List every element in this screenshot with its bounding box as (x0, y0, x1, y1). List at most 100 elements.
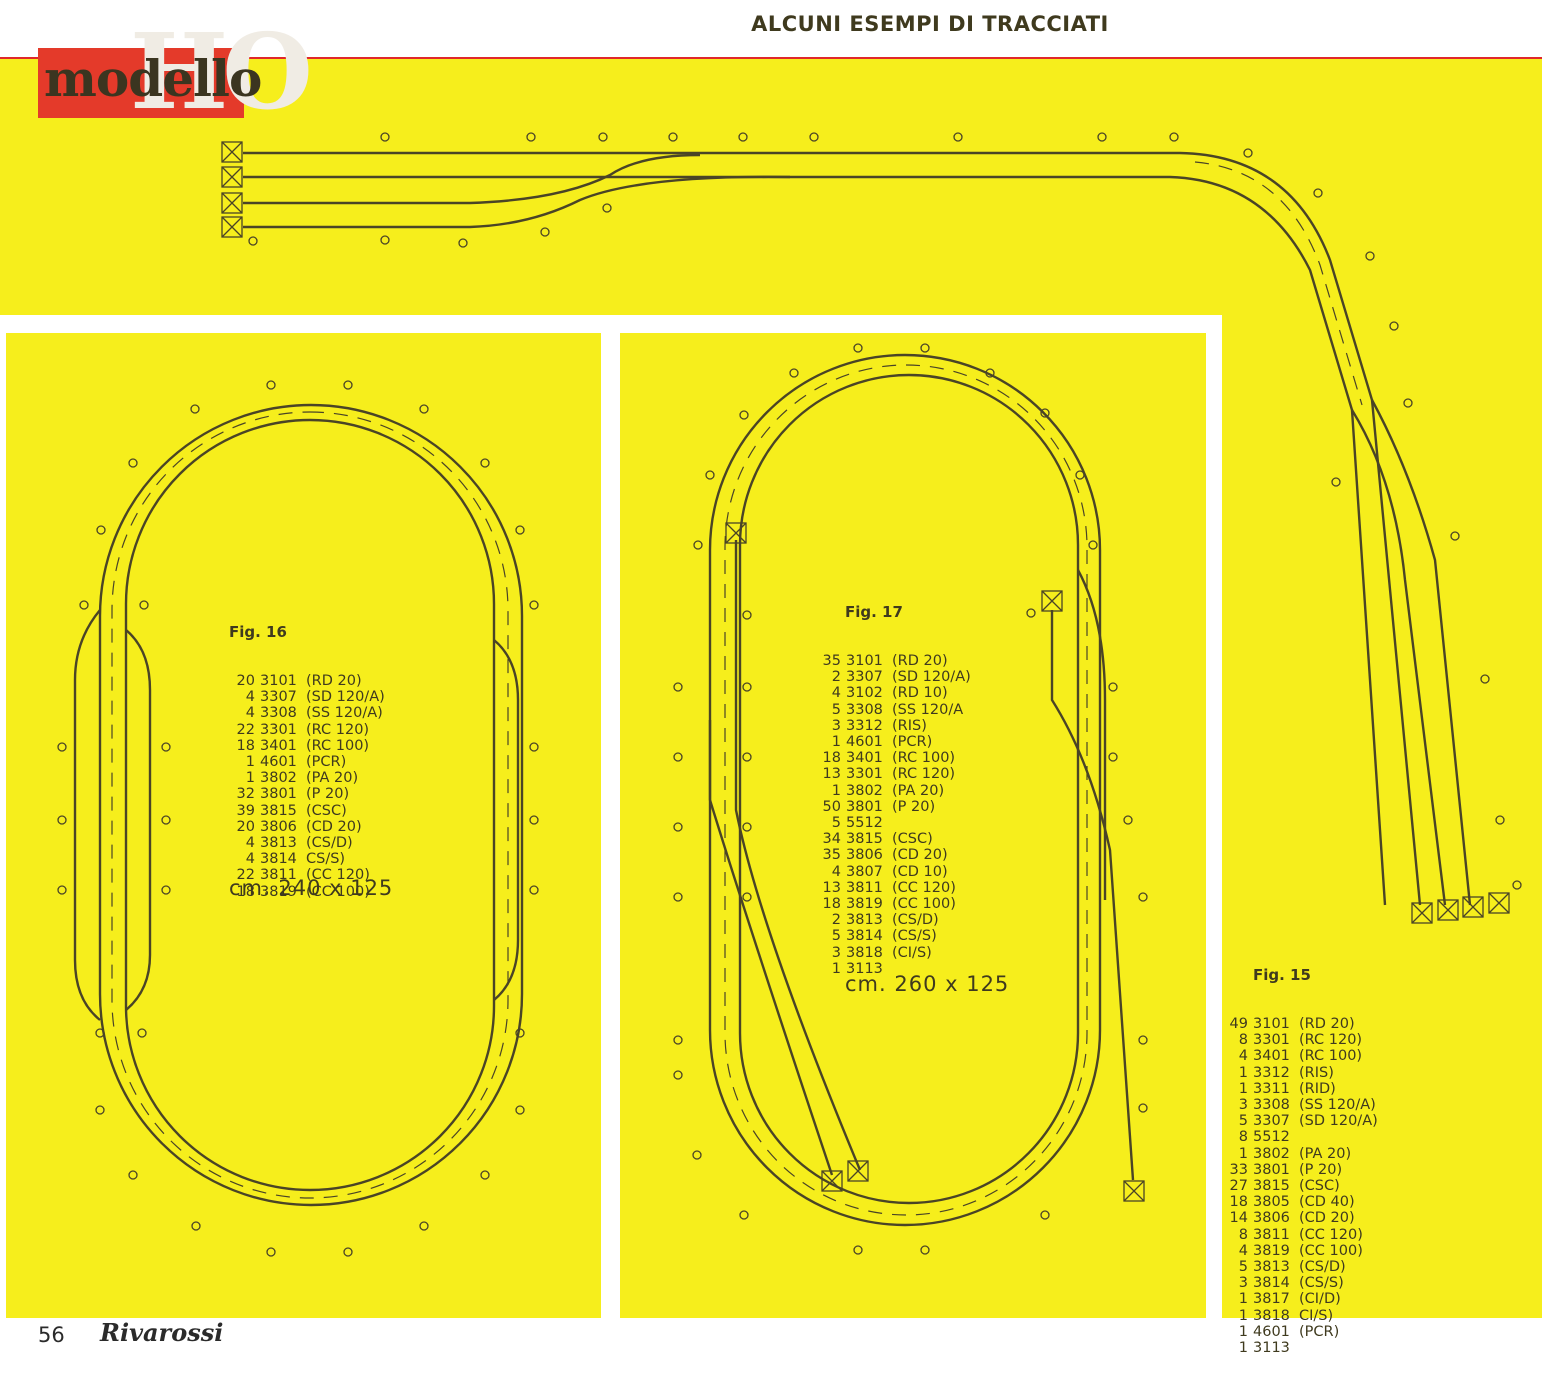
part-code: 3102 (846, 685, 883, 702)
part-code: 3113 (1253, 1340, 1290, 1357)
part-description: (PA 20) (306, 770, 359, 787)
part-code: 3801 (846, 798, 883, 815)
part-quantity: 18 (236, 883, 255, 900)
top-yellow-band (0, 59, 1542, 315)
part-code: 3307 (1253, 1113, 1290, 1130)
part-description: (CD 20) (1299, 1210, 1355, 1227)
part-code: 3113 (846, 960, 883, 977)
page-number: 56 (38, 1323, 65, 1347)
part-code: 3312 (846, 717, 883, 734)
part-code: 3301 (1253, 1032, 1290, 1049)
part-code: 3819 (846, 896, 883, 913)
part-description: (CS/D) (1299, 1259, 1346, 1276)
part-code: 3311 (1253, 1080, 1290, 1097)
part-code: 3811 (260, 867, 297, 884)
header-rule (0, 57, 1542, 59)
fig17-signals (673, 343, 1148, 1255)
logo-red-box (38, 48, 244, 118)
part-description: (CC 120) (306, 867, 370, 884)
part-quantity: 1 (1238, 1064, 1248, 1081)
part-description: (CSC) (306, 802, 347, 819)
part-code: 3401 (260, 737, 297, 754)
part-quantity: 20 (236, 818, 255, 835)
part-quantity: 50 (822, 798, 841, 815)
part-code: 3819 (1253, 1242, 1290, 1259)
part-description: (CS/D) (306, 835, 353, 852)
part-quantity: 22 (236, 867, 255, 884)
part-quantity: 1 (831, 960, 841, 977)
part-description: (CS/S) (892, 928, 937, 945)
part-description: (RIS) (1299, 1064, 1334, 1081)
parts-list-row: 8 3811 (CC 120) (1222, 1227, 1378, 1243)
parts-list-row: 1 3113 (815, 961, 971, 977)
part-code: 4601 (1253, 1323, 1290, 1340)
part-quantity: 35 (822, 847, 841, 864)
parts-list-row: 50 3801 (P 20) (815, 799, 971, 815)
part-quantity: 34 (822, 831, 841, 848)
part-description: (PCR) (892, 734, 933, 751)
part-code: 3813 (1253, 1259, 1290, 1276)
part-quantity: 49 (1229, 1016, 1248, 1033)
part-quantity: 4 (1238, 1242, 1248, 1259)
part-code: 3101 (846, 653, 883, 670)
part-description: (RD 20) (1299, 1016, 1355, 1033)
part-quantity: 4 (831, 685, 841, 702)
part-code: 3307 (260, 689, 297, 706)
part-quantity: 39 (236, 802, 255, 819)
part-code: 3814 (260, 851, 297, 868)
parts-list-row: 14 3806 (CD 20) (1222, 1210, 1378, 1226)
part-code: 3301 (260, 721, 297, 738)
part-description: (P 20) (892, 798, 936, 815)
part-description: (RC 100) (892, 750, 956, 767)
part-quantity: 8 (1238, 1226, 1248, 1243)
part-quantity: 5 (831, 701, 841, 718)
part-description: (SS 120/A) (306, 705, 383, 722)
part-quantity: 1 (1238, 1291, 1248, 1308)
part-quantity: 1 (1238, 1340, 1248, 1357)
part-code: 3807 (846, 863, 883, 880)
part-quantity: 4 (245, 705, 255, 722)
part-description: (RD 10) (892, 685, 948, 702)
part-description: (CC 120) (1299, 1226, 1363, 1243)
part-code: 3811 (1253, 1226, 1290, 1243)
part-description: (PA 20) (1299, 1145, 1352, 1162)
part-description: (CI/S) (892, 944, 932, 961)
part-quantity: 14 (1229, 1210, 1248, 1227)
part-quantity: 2 (831, 669, 841, 686)
page-title: ALCUNI ESEMPI DI TRACCIATI (751, 12, 1109, 36)
part-description: (CD 10) (892, 863, 948, 880)
part-code: 3802 (846, 782, 883, 799)
fig15-track-plan (221, 132, 1522, 924)
part-quantity: 8 (1238, 1032, 1248, 1049)
part-quantity: 32 (236, 786, 255, 803)
part-description: (CS/D) (892, 912, 939, 929)
part-code: 3806 (1253, 1210, 1290, 1227)
part-quantity: 18 (1229, 1194, 1248, 1211)
part-quantity: 18 (822, 750, 841, 767)
part-quantity: 5 (1238, 1113, 1248, 1130)
